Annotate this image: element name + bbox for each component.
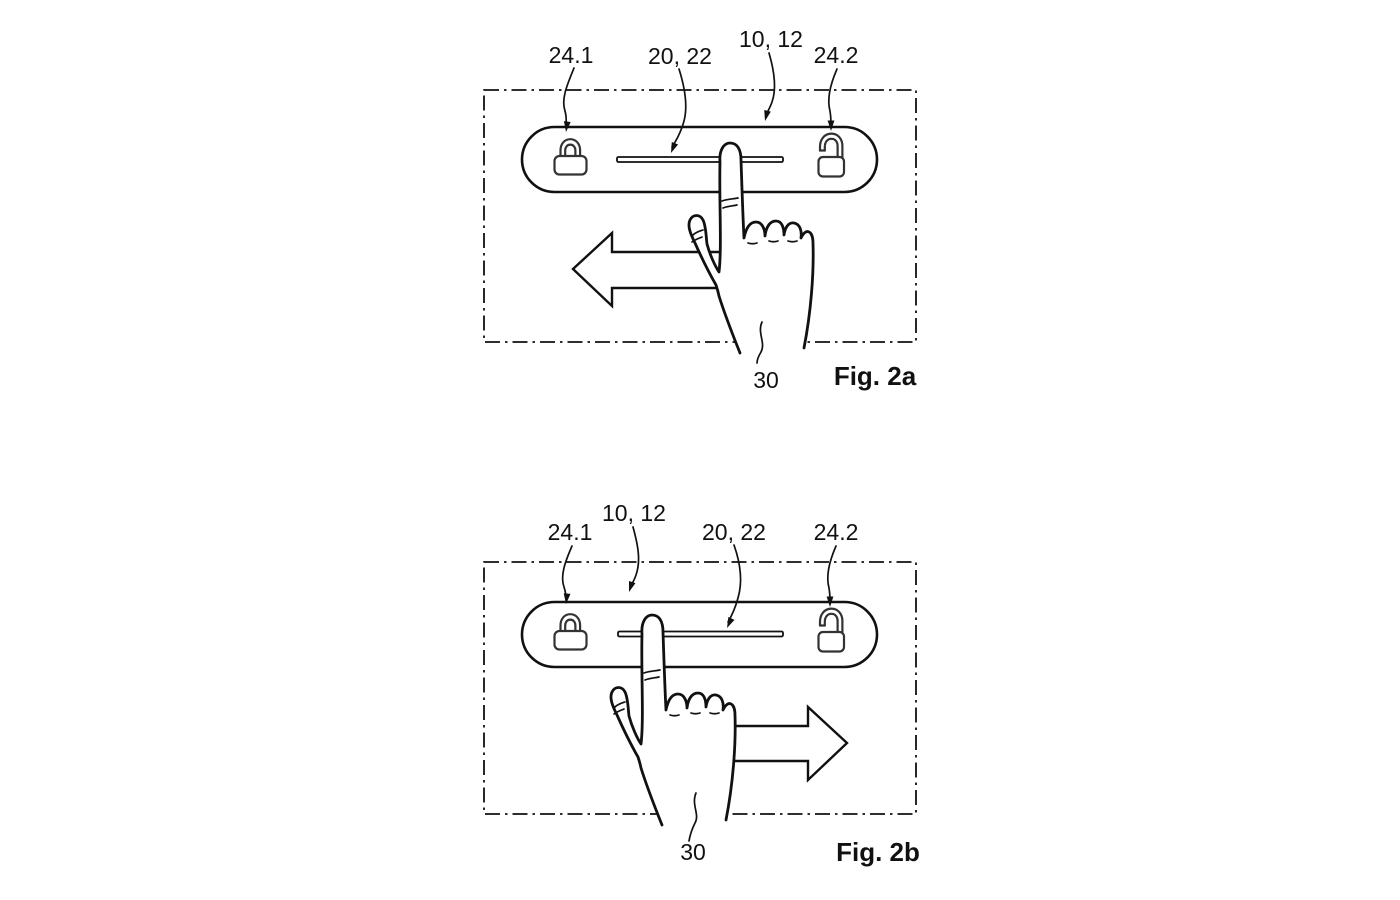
leader-30 (688, 792, 698, 842)
leader-20-22 (671, 68, 687, 148)
leader-arrowhead (827, 120, 835, 131)
leader-10-12 (629, 526, 640, 588)
leader-10-12 (765, 52, 776, 117)
leader-24-1 (562, 67, 575, 128)
figure-2b: 24.1 10, 12 20, 22 24.2 30 Fig. 2b (483, 500, 920, 867)
padlock-body (553, 154, 588, 176)
thumbnail-line (691, 236, 703, 243)
label-lock-left: 24.1 (549, 42, 594, 68)
locked-padlock-icon (553, 138, 588, 176)
padlock-shackle-inner (564, 143, 577, 159)
thumbnail-line (692, 229, 704, 236)
leader-arrowhead (764, 109, 771, 121)
leader-30 (756, 321, 764, 364)
padlock-shackle-inner (823, 137, 839, 159)
figure-caption: Fig. 2a (834, 361, 917, 391)
padlock-body (817, 155, 846, 178)
label-lock-right: 24.2 (814, 42, 859, 68)
label-panel: 10, 12 (602, 500, 666, 526)
label-lock-left: 24.1 (548, 519, 593, 545)
leader-arrowhead (671, 141, 679, 153)
label-hand: 30 (680, 839, 706, 865)
label-hand: 30 (753, 367, 779, 393)
unlocked-padlock-icon (817, 132, 846, 178)
leader-arrowhead (826, 596, 834, 607)
label-panel: 10, 12 (739, 26, 803, 52)
leader-24-2 (826, 545, 837, 603)
label-lock-right: 24.2 (814, 519, 859, 545)
leader-arrowhead (629, 580, 636, 592)
leader-24-1 (561, 545, 573, 600)
label-slider: 20, 22 (702, 519, 766, 545)
hand-outline (687, 141, 815, 355)
knuckle-crease (768, 240, 779, 243)
leader-arrowhead (563, 121, 571, 132)
padlock-shackle-outer (818, 132, 844, 159)
figure-caption: Fig. 2b (836, 837, 920, 867)
leader-arrowhead (727, 617, 735, 628)
leader-24-2 (827, 68, 838, 127)
padlock-shackle-outer (559, 138, 582, 159)
leader-arrowhead (563, 593, 571, 604)
slider-track (616, 156, 784, 163)
dash-dot-frame (483, 89, 917, 343)
leader-20-22 (727, 544, 742, 623)
knuckle-crease (747, 242, 758, 245)
finger-crease (721, 197, 739, 202)
figure-2a: 24.1 20, 22 10, 12 24.2 30 Fig. 2a (483, 26, 917, 393)
finger-crease (722, 204, 738, 209)
knuckle-crease (787, 240, 798, 243)
swipe-right-arrow (718, 704, 849, 783)
hand-icon (687, 141, 815, 355)
label-slider: 20, 22 (648, 43, 712, 69)
